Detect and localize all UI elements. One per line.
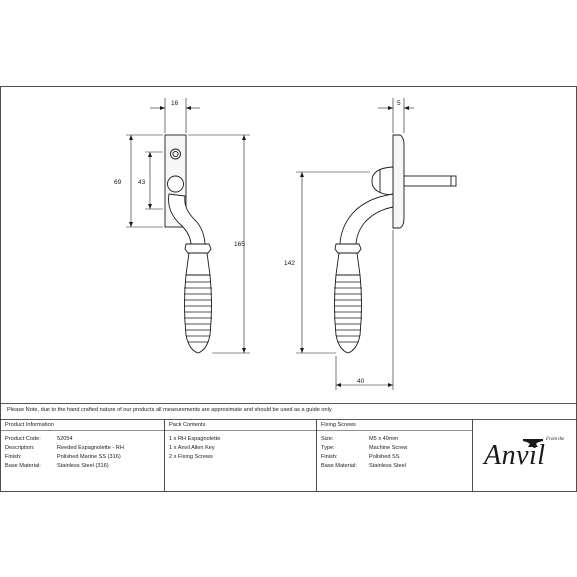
- row-label: Type:: [321, 445, 335, 451]
- dim-front-total: 165: [234, 241, 245, 248]
- front-dimensions: [126, 98, 250, 354]
- side-spindle: [403, 175, 457, 187]
- side-lever-neck: [339, 193, 394, 245]
- row-label: Finish:: [5, 454, 22, 460]
- row-value: Polished Marine SS (316): [57, 454, 121, 460]
- dim-front-upper: 69: [114, 179, 122, 186]
- row-value: 52054: [57, 436, 73, 442]
- row-label: Finish:: [321, 454, 338, 460]
- product-information-panel: Product Information Product Code: 52054 …: [1, 421, 164, 491]
- row-value: Stainless Steel (316): [57, 463, 109, 469]
- dim-front-lower: 43: [138, 179, 146, 186]
- pack-contents-header: Pack Contents: [169, 422, 206, 428]
- side-collar: [334, 243, 362, 254]
- dim-side-depth: 5: [397, 100, 401, 107]
- front-collar: [184, 243, 212, 254]
- side-arrows: [300, 106, 409, 387]
- fixing-screws-header: Fixing Screws: [321, 422, 356, 428]
- list-item: 2 x Fixing Screws: [169, 454, 213, 460]
- front-spindle-boss: [167, 175, 184, 193]
- front-reeded-grip: [184, 274, 212, 354]
- list-item: 1 x RH Espagnolette: [169, 436, 221, 442]
- disclaimer-note: Please Note, due to the hand crafted nat…: [7, 407, 333, 413]
- row-value: M5 x 40mm: [369, 436, 399, 442]
- front-handle-shaft: [185, 252, 211, 276]
- front-view: [164, 134, 212, 354]
- anvil-logo: From the Anvil: [484, 436, 566, 471]
- side-dimensions: [296, 98, 414, 390]
- brand-name: Anvil: [484, 440, 546, 471]
- side-reeds: [334, 281, 362, 343]
- dim-side-projection: 40: [357, 378, 365, 385]
- side-reeded-grip: [334, 274, 362, 354]
- product-information-header: Product Information: [5, 422, 54, 428]
- row-label: Size:: [321, 436, 334, 442]
- brand-tagline: From the: [546, 437, 565, 442]
- side-backplate: [392, 134, 405, 229]
- side-boss: [371, 166, 394, 196]
- dim-side-height: 142: [284, 260, 295, 267]
- fixing-screws-panel: Fixing Screws Size: M5 x 40mm Type: Mach…: [317, 421, 472, 491]
- row-value: Polished SS: [369, 454, 400, 460]
- pack-contents-panel: Pack Contents 1 x RH Espagnolette 1 x An…: [165, 421, 316, 491]
- row-label: Description:: [5, 445, 35, 451]
- side-view: [334, 134, 457, 354]
- row-label: Product Code:: [5, 436, 41, 442]
- row-label: Base Material:: [321, 463, 357, 469]
- dim-front-width: 16: [171, 100, 179, 107]
- side-handle-shaft: [335, 252, 361, 276]
- front-arrows: [129, 106, 246, 353]
- list-item: 1 x Anvil Allen Key: [169, 445, 215, 451]
- row-value: Reeded Espagnolette - RH: [57, 445, 124, 451]
- front-fixing-hole: [170, 148, 181, 160]
- front-reeds: [184, 281, 212, 343]
- row-label: Base Material:: [5, 463, 41, 469]
- row-value: Stainless Steel: [369, 463, 407, 469]
- anvil-icon: [523, 439, 543, 447]
- row-value: Machine Screw: [369, 445, 408, 451]
